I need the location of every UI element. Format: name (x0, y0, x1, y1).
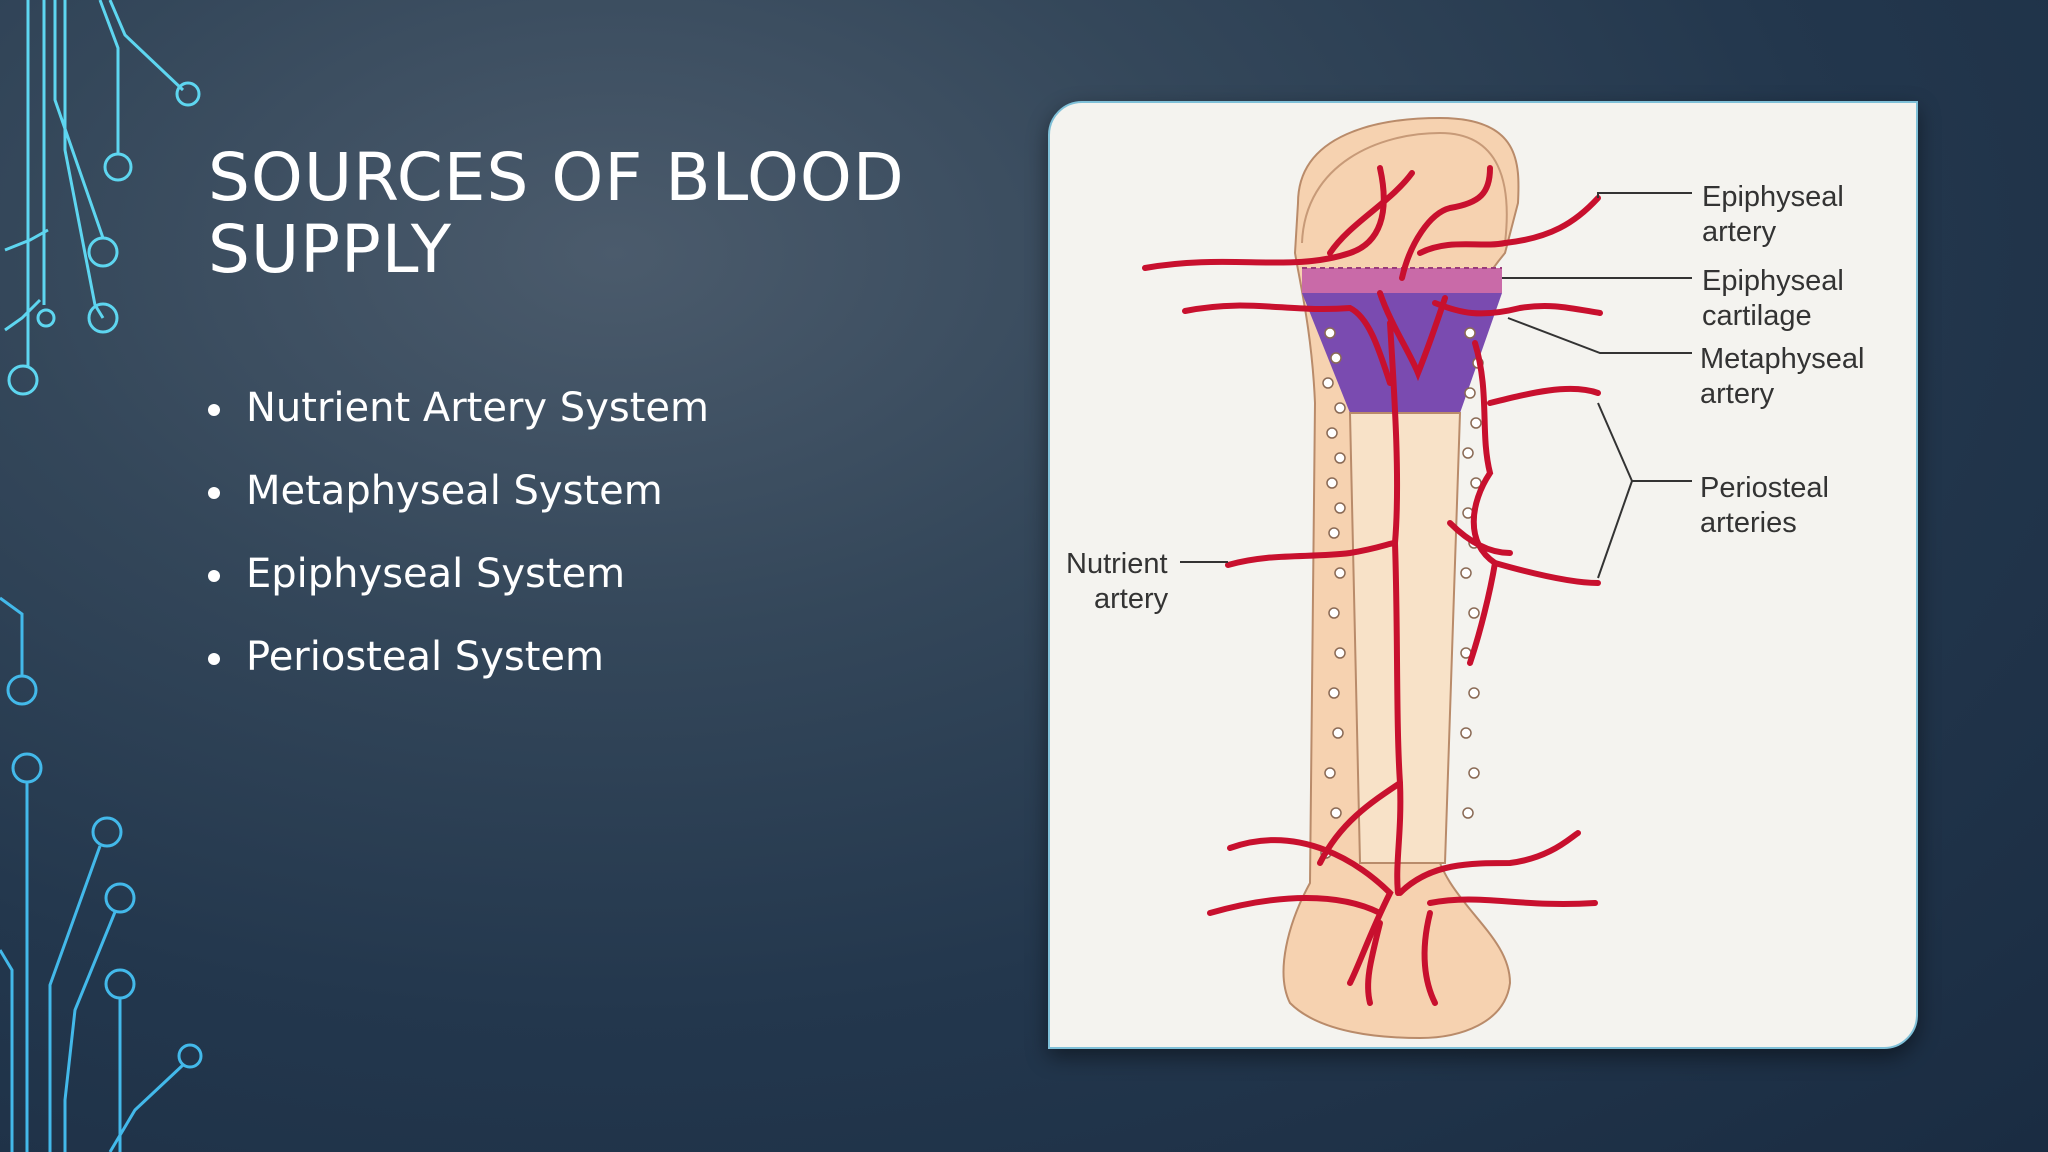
bullet-dot-icon (208, 570, 220, 582)
bullet-item: Epiphyseal System (208, 550, 709, 598)
nutrient-artery (1225, 540, 1398, 568)
bullet-item: Nutrient Artery System (208, 384, 709, 432)
title-line-1: SOURCES OF BLOOD (208, 139, 905, 216)
label-nutrient-artery-1: Nutrient (1066, 548, 1168, 580)
periosteal-arteries (1467, 340, 1499, 666)
bone-diagram: Epiphyseal artery Epiphyseal cartilage M… (1066, 116, 1864, 1040)
bullet-dot-icon (208, 653, 220, 665)
label-nutrient-artery-2: artery (1094, 583, 1169, 615)
bone-blood-supply-figure: Epiphyseal artery Epiphyseal cartilage M… (1048, 101, 1918, 1049)
bullet-list: Nutrient Artery System Metaphyseal Syste… (208, 384, 709, 716)
metaphysis-area (1302, 293, 1502, 413)
label-epiphyseal-artery-2: artery (1702, 216, 1777, 248)
bullet-item: Periosteal System (208, 633, 709, 681)
label-epiphyseal-cartilage-2: cartilage (1702, 300, 1812, 332)
bullet-dot-icon (208, 404, 220, 416)
circuit-decoration (0, 0, 203, 1152)
title-line-2: SUPPLY (208, 211, 453, 288)
label-periosteal-arteries-1: Periosteal (1700, 472, 1829, 504)
bullet-item: Metaphyseal System (208, 467, 709, 515)
slide-title: SOURCES OF BLOOD SUPPLY (208, 142, 968, 286)
metaphyseal-artery (1182, 302, 1393, 386)
label-periosteal-arteries-2: arteries (1700, 507, 1797, 539)
epiphyseal-artery (1142, 165, 1387, 271)
label-epiphyseal-cartilage-1: Epiphyseal (1702, 265, 1844, 297)
label-metaphyseal-artery-1: Metaphyseal (1700, 343, 1864, 375)
bullet-dot-icon (208, 487, 220, 499)
label-metaphyseal-artery-2: artery (1700, 378, 1775, 410)
label-epiphyseal-artery-1: Epiphyseal (1702, 181, 1844, 213)
